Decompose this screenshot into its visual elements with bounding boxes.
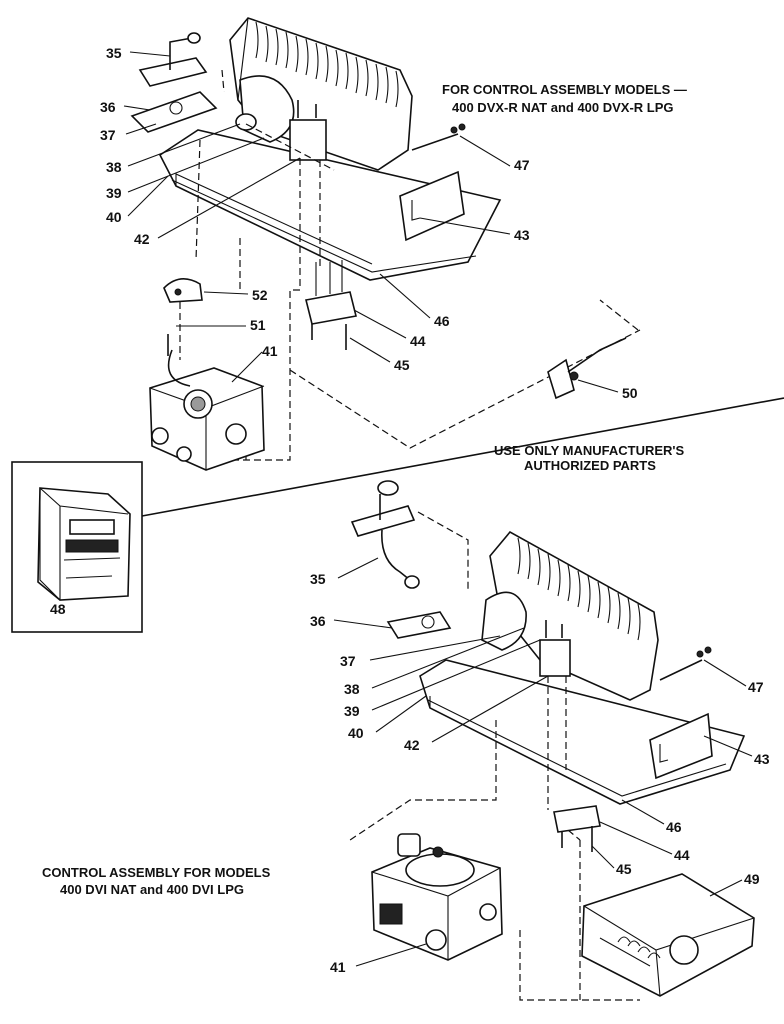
top-callouts: 35 36 37 38 39 40 42 47 43 46 52 51 41 4… [100,45,638,401]
callout-43-bottom: 43 [754,751,770,767]
bottom-heater-assembly-icon [349,480,755,1001]
top-models-heading-line1: FOR CONTROL ASSEMBLY MODELS — [442,82,687,97]
callout-39-bottom: 39 [344,703,360,719]
callout-45-bottom: 45 [616,861,632,877]
callout-47-bottom: 47 [748,679,764,695]
callout-45-top: 45 [394,357,410,373]
callout-35-top: 35 [106,45,122,61]
callout-49-bottom: 49 [744,871,760,887]
top-leader-lines [123,51,619,393]
top-models-heading-line2: 400 DVX-R NAT and 400 DVX-R LPG [452,100,674,115]
callout-37-bottom: 37 [340,653,356,669]
callout-47-top: 47 [514,157,530,173]
callout-44-top: 44 [410,333,426,349]
callout-46-top: 46 [434,313,450,329]
callout-38-top: 38 [106,159,122,175]
callout-41-bottom: 41 [330,959,346,975]
callout-42-top: 42 [134,231,150,247]
callout-40-bottom: 40 [348,725,364,741]
thermostat-inset: 48 [11,397,784,633]
top-heater-assembly-icon [130,17,641,471]
callout-35-bottom: 35 [310,571,326,587]
callout-50-top: 50 [622,385,638,401]
callout-36-bottom: 36 [310,613,326,629]
callout-52-top: 52 [252,287,268,303]
callout-48-inset: 48 [50,601,66,617]
bottom-models-heading-line1: CONTROL ASSEMBLY FOR MODELS [42,865,271,880]
callout-36-top: 36 [100,99,116,115]
callout-46-bottom: 46 [666,819,682,835]
callout-43-top: 43 [514,227,530,243]
bottom-leader-lines [333,557,753,967]
notice-heading-line1: USE ONLY MANUFACTURER'S [494,443,684,458]
callout-41-top: 41 [262,343,278,359]
callout-37-top: 37 [100,127,116,143]
notice-heading-line2: AUTHORIZED PARTS [524,458,656,473]
callout-38-bottom: 38 [344,681,360,697]
callout-42-bottom: 42 [404,737,420,753]
callout-40-top: 40 [106,209,122,225]
callout-51-top: 51 [250,317,266,333]
bottom-models-heading-line2: 400 DVI NAT and 400 DVI LPG [60,882,244,897]
callout-39-top: 39 [106,185,122,201]
callout-44-bottom: 44 [674,847,690,863]
bottom-callouts: 35 36 37 38 39 40 42 47 43 46 44 45 41 4… [310,571,770,975]
